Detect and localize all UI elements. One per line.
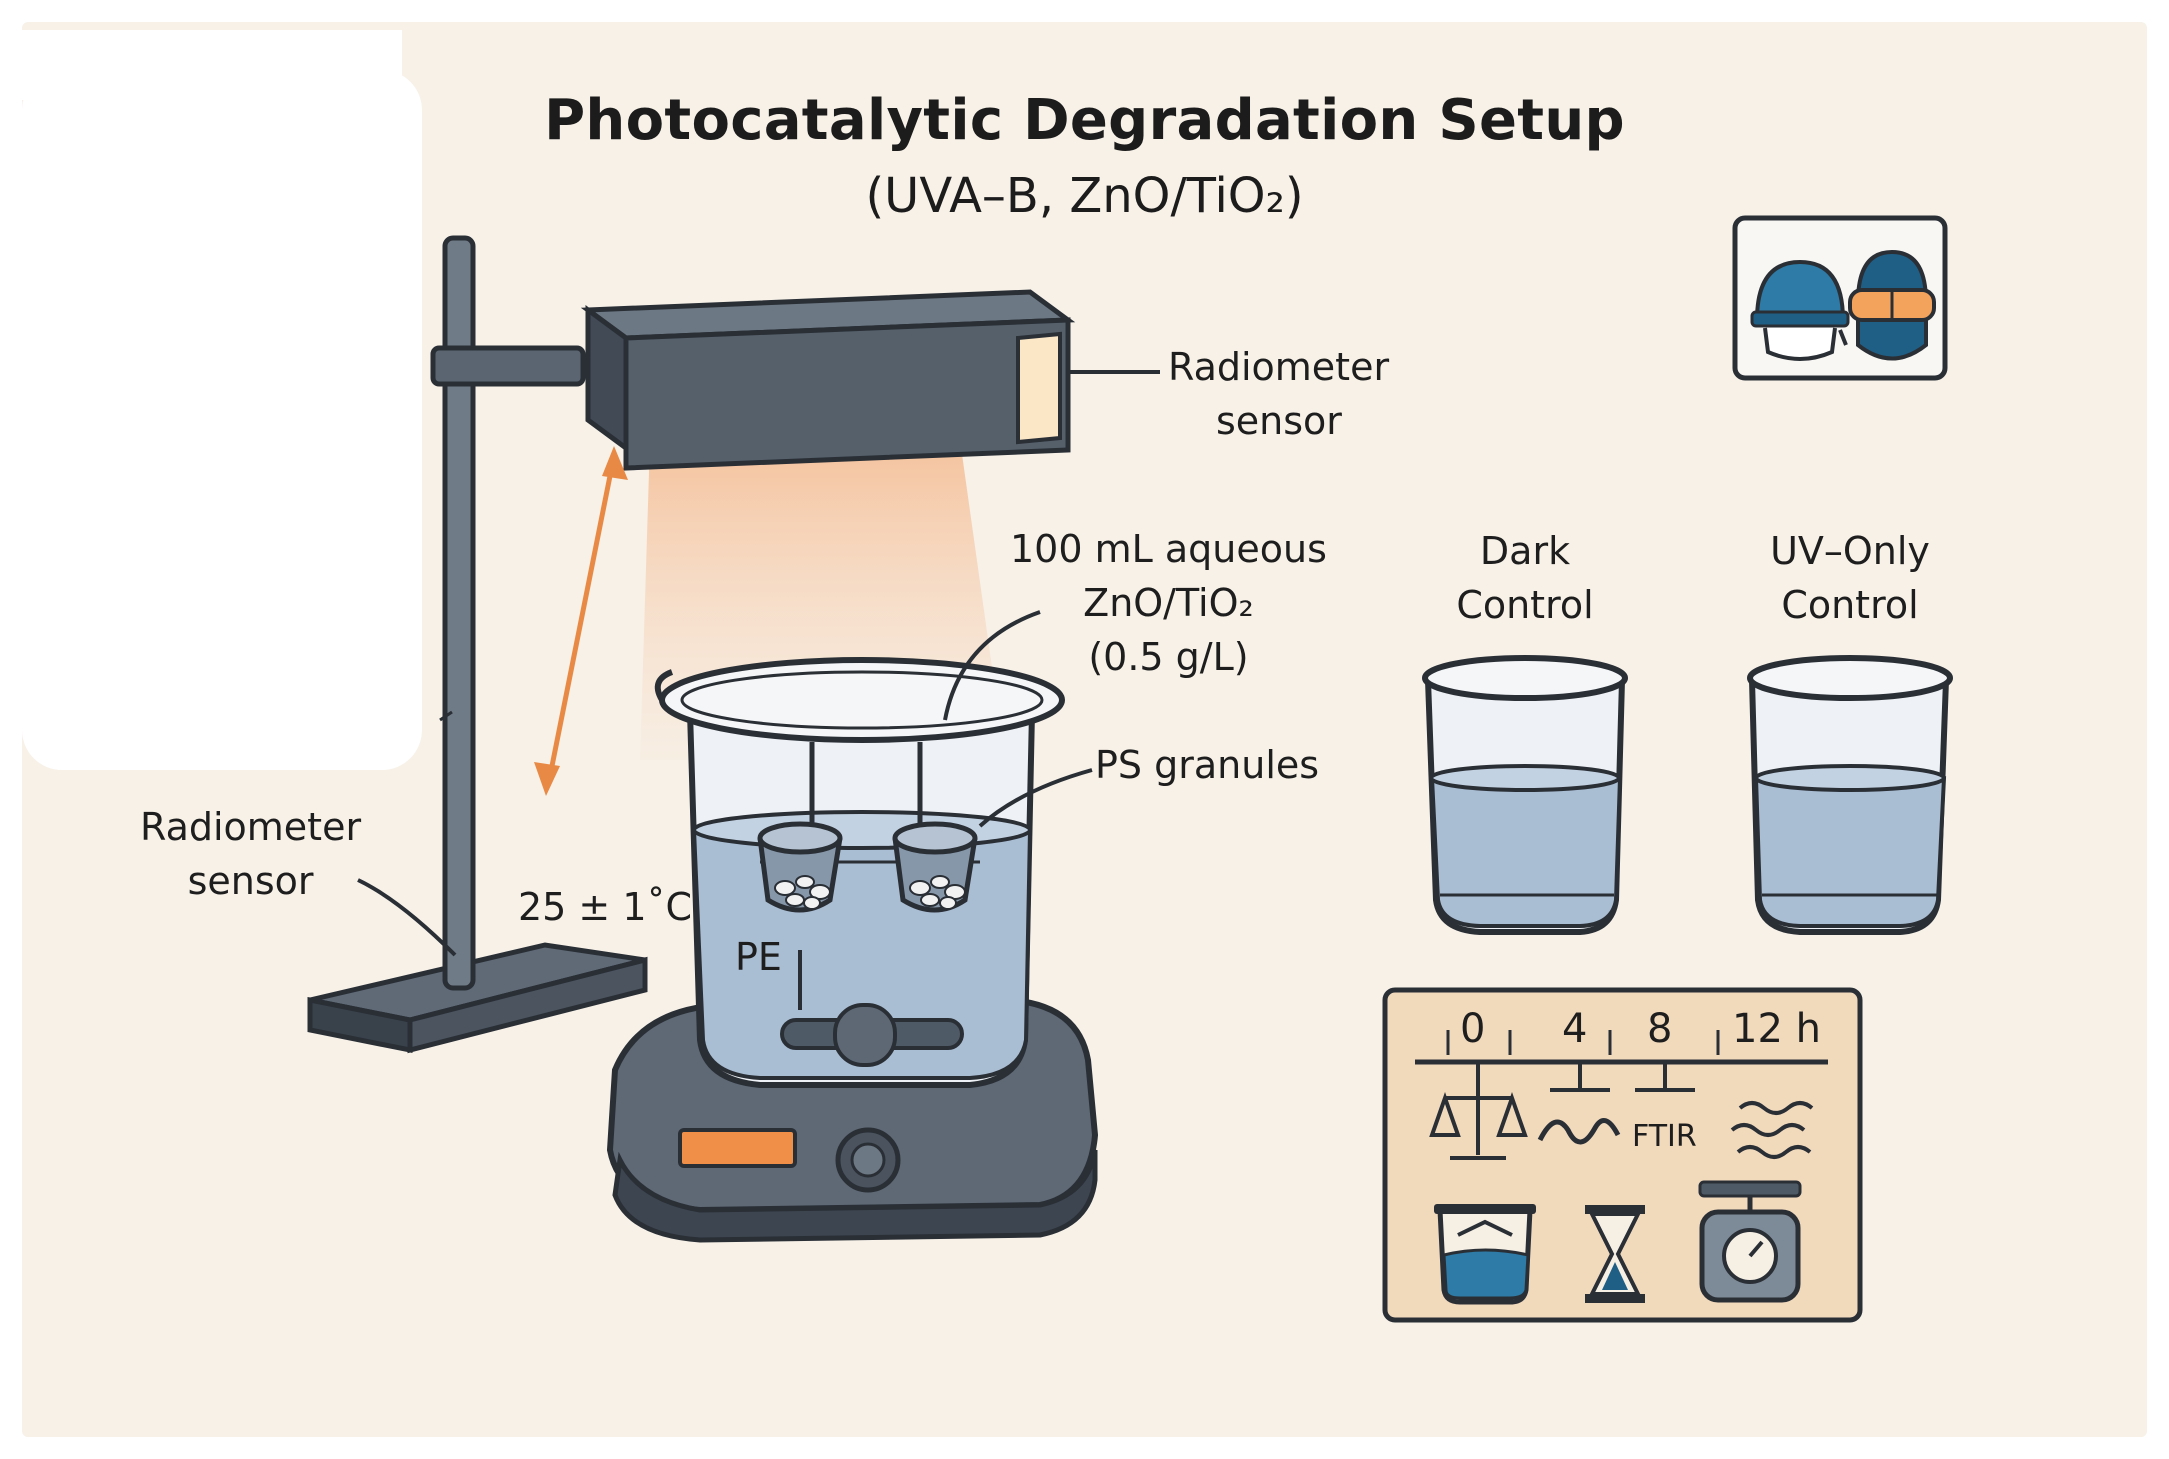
distance-arrow <box>534 446 628 796</box>
stir-plate-display <box>678 1128 797 1168</box>
face-shield-icon <box>1750 259 1850 361</box>
wavy-lines-icon <box>1730 1101 1814 1159</box>
temperature-label: 25 ± 1˚C <box>518 885 693 929</box>
ps-granules-label: PS granules <box>1095 743 1320 787</box>
rod-clamp <box>430 345 586 387</box>
ps-granules-leader <box>978 768 1093 828</box>
lamp-sensor-label: Radiometer sensor <box>1168 345 1390 443</box>
figure-subtitle: (UVA–B, ZnO/TiO₂) <box>865 168 1304 224</box>
uv-only-control-beaker <box>1747 655 1953 935</box>
figure-title: Photocatalytic Degradation Setup <box>544 88 1625 153</box>
safety-icons-box <box>1732 215 1948 381</box>
weighing-scale-icon <box>1698 1180 1802 1303</box>
solution-label: 100 mL aqueous ZnO/TiO₂ (0.5 g/L) <box>1010 527 1327 679</box>
timeline-tick-12h: 12 h <box>1732 1006 1821 1052</box>
timeline-panel <box>1382 987 1863 1323</box>
uv-lamp <box>580 289 1076 471</box>
solution-leader <box>943 610 1041 721</box>
stand-rod <box>442 235 476 991</box>
white-patch <box>22 70 422 770</box>
balance-icon <box>1429 1062 1528 1160</box>
pe-stir-bar <box>780 1003 964 1067</box>
stand-sensor-leader <box>357 878 457 957</box>
ps-granules <box>774 875 831 910</box>
dark-control-beaker <box>1422 655 1628 935</box>
goggles-mask-icon <box>1848 249 1936 361</box>
pe-label: PE <box>735 935 782 979</box>
uv-control-label: UV–Only Control <box>1770 529 1930 627</box>
sample-basket-left <box>757 742 843 913</box>
timeline-tick-0: 0 <box>1460 1006 1486 1052</box>
stand-base <box>307 942 648 1054</box>
hourglass-icon <box>1585 1205 1645 1303</box>
lamp-window <box>1016 331 1062 445</box>
timeline-tick-8: 8 <box>1647 1006 1673 1052</box>
spectrum-wave-icon <box>1537 1118 1621 1145</box>
timeline-tick-4: 4 <box>1562 1006 1588 1052</box>
dark-control-label: Dark Control <box>1456 529 1594 627</box>
beaker-icon <box>1434 1204 1536 1305</box>
stand-sensor-label: Radiometer sensor <box>140 805 362 903</box>
ftir-label: FTIR <box>1632 1119 1697 1154</box>
sample-basket-right <box>892 742 978 913</box>
rod-tick <box>439 710 453 722</box>
